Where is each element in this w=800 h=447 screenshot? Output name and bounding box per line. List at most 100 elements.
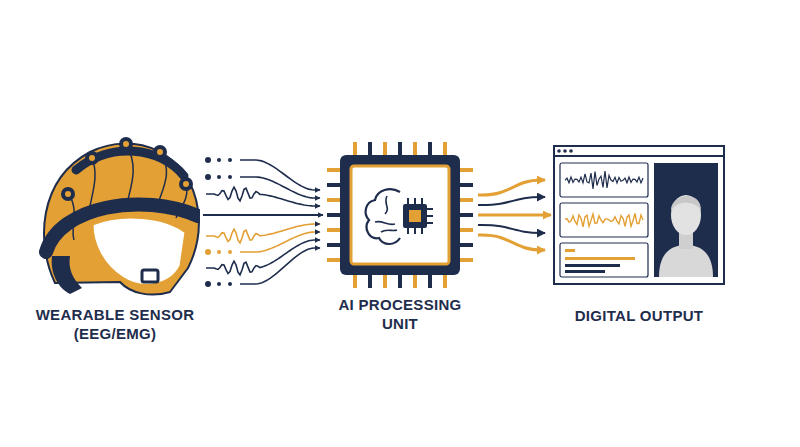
window-panel [560,203,648,237]
chip-pin [353,274,357,288]
mini-chip-pin [421,228,423,234]
electrode-wire [88,158,95,218]
mini-chip-pin [407,228,409,234]
window-dot [557,149,561,153]
chip-pin [368,274,372,288]
signal-line [206,187,320,206]
output-arrow [478,235,545,250]
mini-chip-pin [427,222,433,224]
electrode [179,177,193,191]
signal-dot [205,281,211,287]
mini-chip-pin [427,215,433,217]
chip-pin [398,142,402,156]
node-label: DIGITAL OUTPUT [539,307,739,326]
signal-dot [217,250,221,254]
electrode-core [65,191,71,197]
avatar-head [671,195,701,235]
helmet-ear-flap [52,256,82,294]
chip-pin [443,142,447,156]
signal-connector [478,214,551,217]
chip-pin [459,168,473,172]
window-frame [554,146,724,284]
bar [565,249,575,252]
helmet-band [46,204,198,252]
bar [565,270,605,273]
chip-pin [383,274,387,288]
chip-pin [459,228,473,232]
chip-pin [327,183,341,187]
chip-pin [398,274,402,288]
brain-folds [375,196,397,232]
electrode [85,151,99,165]
avatar-hair [671,196,701,211]
mini-chip-pin [407,198,409,204]
bar [565,264,620,267]
signal-line [240,177,320,198]
chip-pin [459,243,473,247]
electrode-core [89,155,95,161]
electrode-core [123,141,129,147]
output-window: DIGITAL OUTPUT [539,145,739,326]
window-dot [569,149,573,153]
signal-connector [203,214,323,216]
signal-dot [205,174,211,180]
electrode [119,137,133,151]
helmet-face-opening [92,217,186,285]
signal-dot [228,158,232,162]
eeg-waveform [565,171,643,189]
chip-pin [327,258,341,262]
signal-dot [228,250,232,254]
sensor-helmet: WEARABLE SENSOR (EEG/EMG) [25,128,205,344]
avatar-shoulders [659,245,713,277]
chip-pin [368,142,372,156]
bar [565,257,635,260]
mini-chip-pin [408,198,420,199]
brain-icon [366,189,400,244]
window-panel [560,163,648,197]
chip-pin [459,213,473,217]
output-arrow [478,197,545,205]
node-label: AI PROCESSING UNIT [325,296,475,334]
chip-pin [459,258,473,262]
output-arrow [478,225,545,233]
electrode-core [157,149,163,155]
signal-dot [205,157,211,163]
chip-pin [459,183,473,187]
avatar-panel [654,163,718,277]
electrode [61,187,75,201]
chip-pin [327,198,341,202]
node-shape [325,140,475,290]
chip-pin [353,142,357,156]
mini-chip-pin [427,208,433,210]
electrode-core [183,181,189,187]
processor-chip: AI PROCESSING UNIT [325,140,475,334]
chip-pin [327,243,341,247]
window-dot [563,149,567,153]
electrode-wire [156,152,167,210]
chip-core [351,166,449,264]
helmet-shell [44,144,199,295]
node-shape [30,128,200,302]
signal-dot [217,175,221,179]
helmet-chin-buckle [142,270,158,282]
mini-chip [403,204,427,228]
signal-dot [205,249,211,255]
chip-pin [327,213,341,217]
chip-body [340,155,460,275]
electrode-wire [126,144,133,208]
mini-chip-pin [401,198,413,199]
helmet-crown-strip [76,151,184,176]
node-shape [553,145,725,285]
chip-pin [413,142,417,156]
chip-pin [327,168,341,172]
mini-chip-pin [414,228,416,234]
signal-line [240,248,320,284]
signal-dot [228,175,232,179]
emg-waveform [565,214,643,227]
mini-chip-pin [421,198,423,204]
chip-pin [327,228,341,232]
chip-pin [413,274,417,288]
mini-chip-pin [394,198,406,199]
signal-dot [217,282,221,286]
